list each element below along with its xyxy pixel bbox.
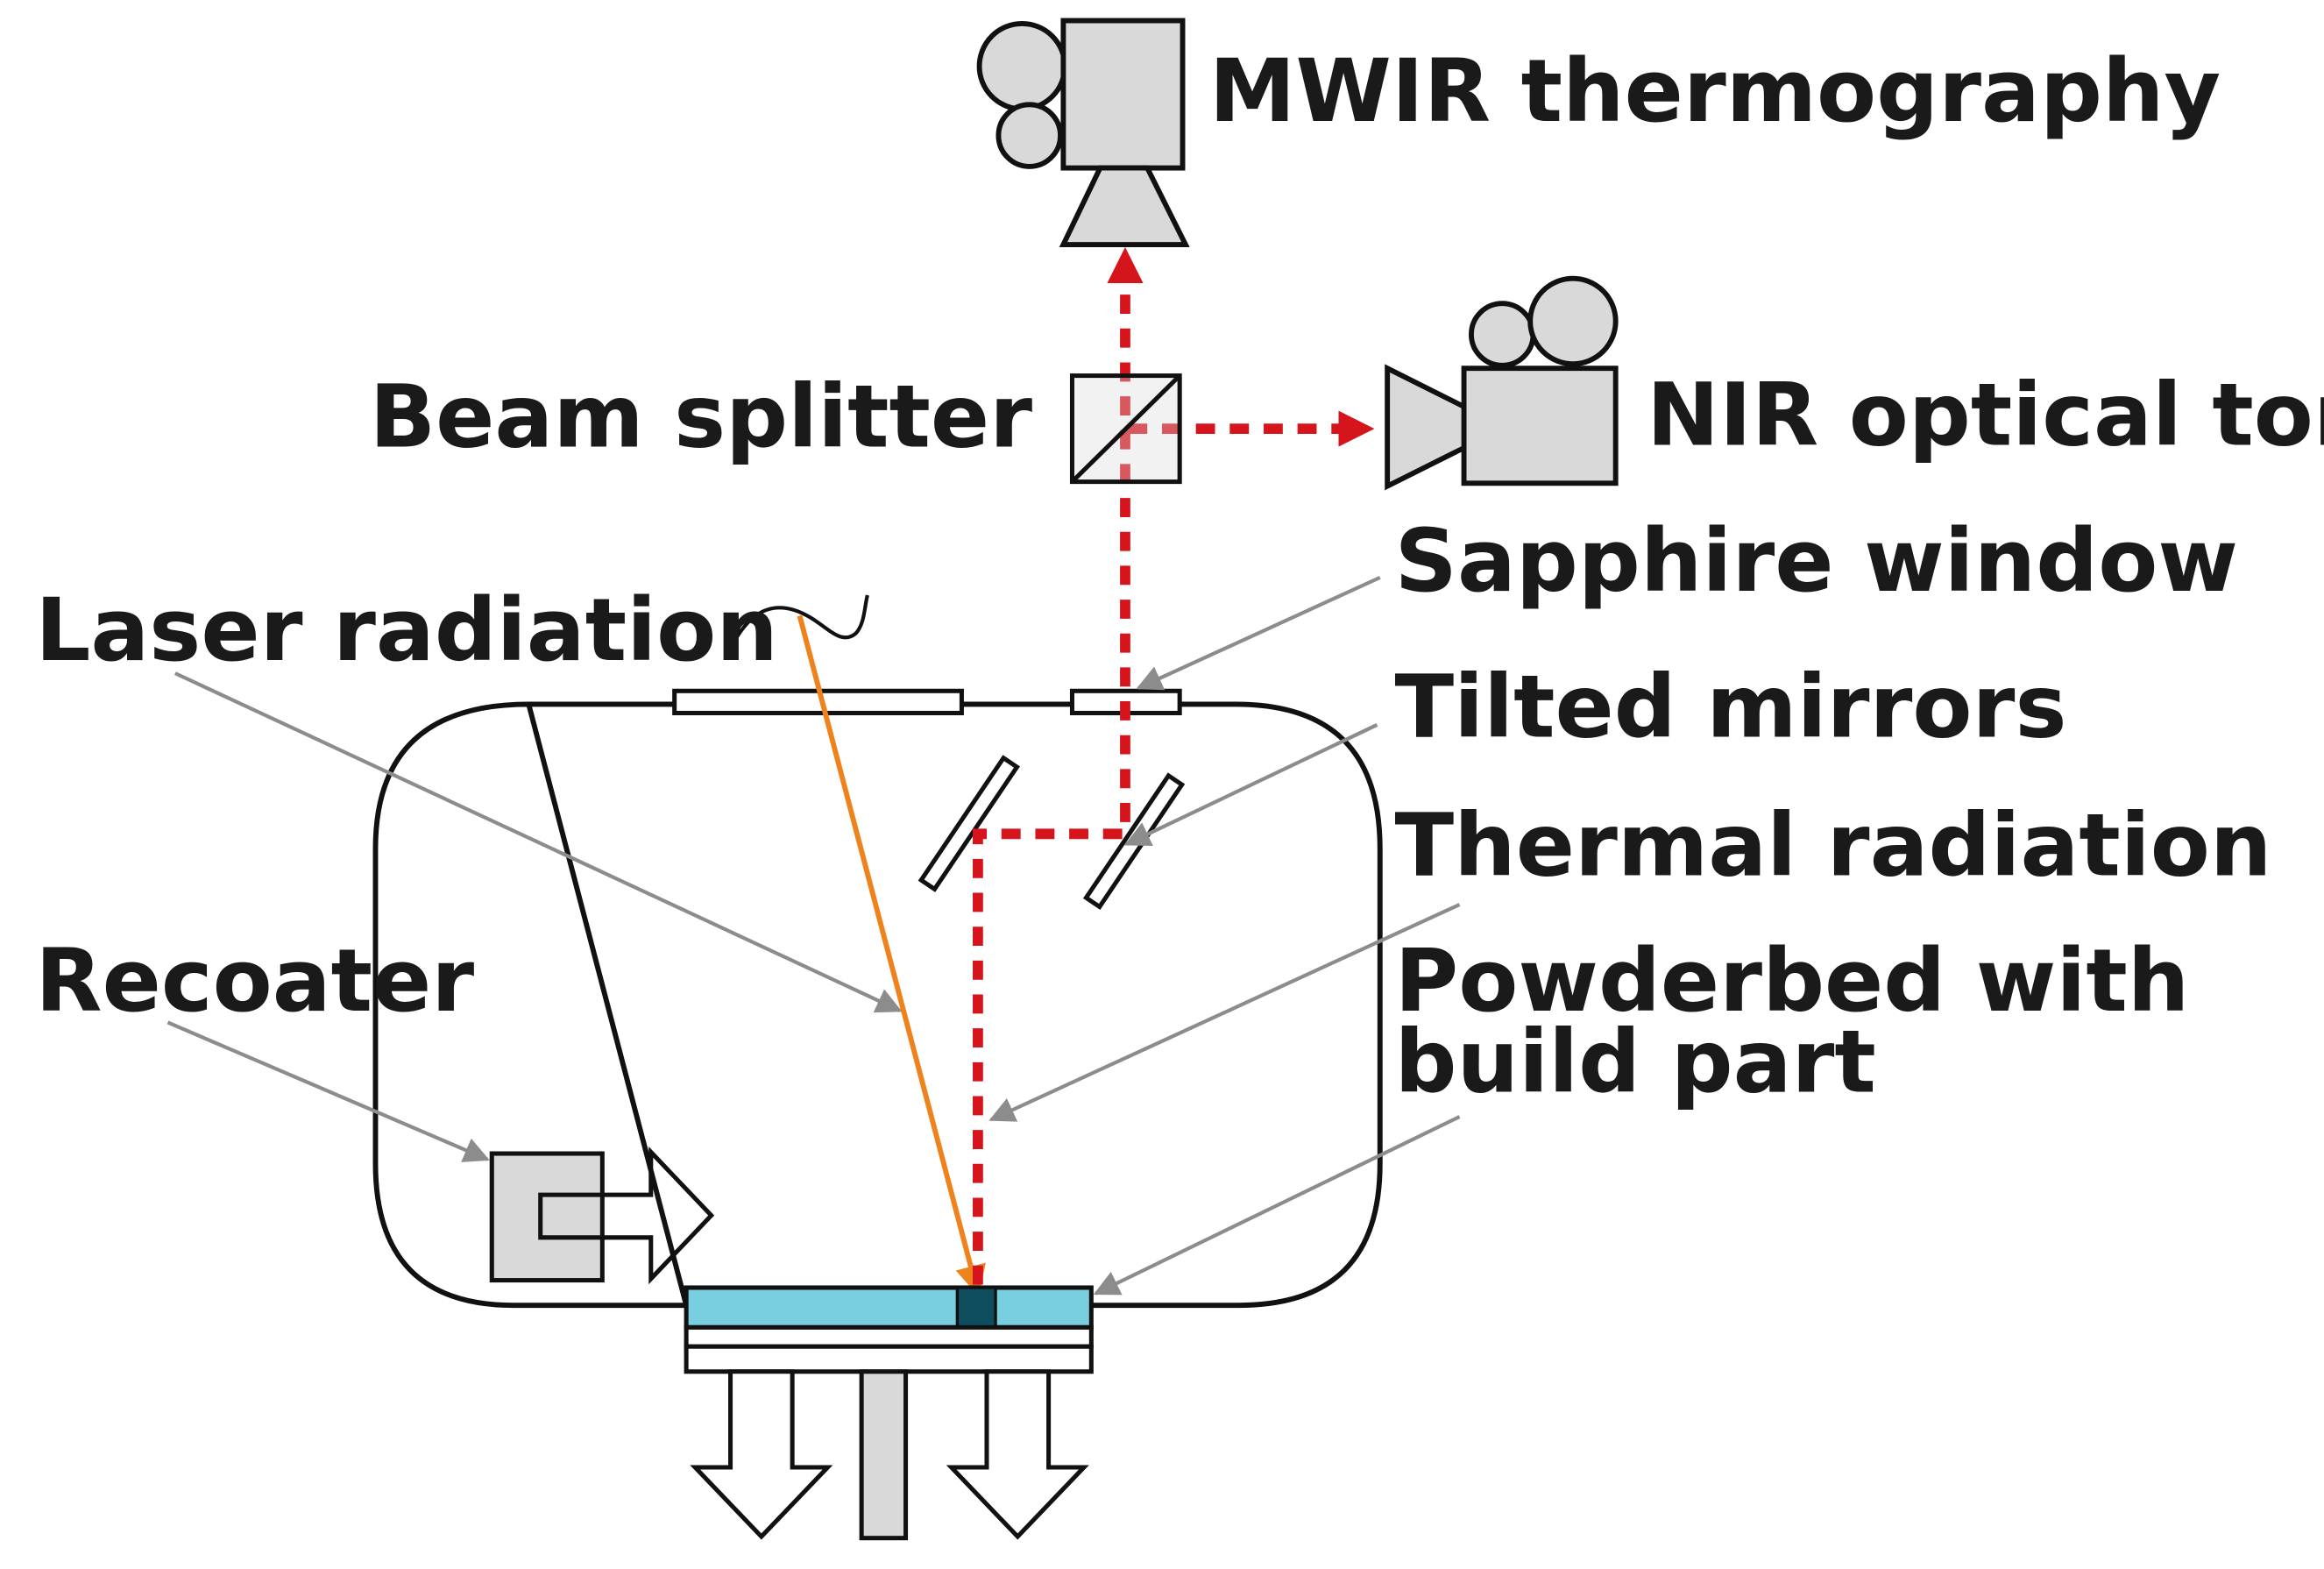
nir-camera-icon: [1385, 275, 1619, 491]
recoater: [489, 1147, 715, 1285]
leader-thermal-radiation: [988, 903, 1461, 1122]
laser-fiber: [724, 594, 869, 658]
label-laser-radiation: Laser radiation: [35, 580, 778, 681]
recoater-arrow: [538, 1147, 715, 1285]
build-part: [955, 1286, 997, 1330]
build-chamber: [372, 701, 1383, 1309]
down-arrow-right: [946, 1369, 1089, 1540]
leader-lines: [167, 575, 1461, 1296]
label-beam-splitter: Beam splitter: [370, 366, 1033, 467]
tilted-mirror-left: [918, 755, 1020, 892]
down-arrow-left: [690, 1369, 833, 1540]
powder-bed-platform: [684, 1285, 1094, 1541]
leader-sapphire-window: [1136, 575, 1381, 691]
label-mwir: MWIR thermography: [1209, 41, 2221, 142]
label-powderbed-line2: build part: [1395, 1012, 1876, 1112]
leader-tilted-mirrors: [1124, 723, 1378, 846]
label-sapphire-window: Sapphire window: [1395, 511, 2238, 612]
build-plate-lower: [684, 1344, 1094, 1374]
laser-beam: [797, 614, 986, 1297]
thermal-path: [973, 246, 1375, 1285]
label-recoater: Recoater: [35, 931, 474, 1032]
leader-recoater: [167, 1020, 490, 1162]
label-tilted-mirrors: Tilted mirrors: [1395, 657, 2067, 757]
label-nir: NIR optical tomography: [1647, 366, 2324, 466]
leader-laser-radiation: [174, 671, 903, 1013]
powder-bed: [684, 1285, 1094, 1330]
label-thermal-radiation: Thermal radiation: [1395, 795, 2272, 896]
piston-rod: [859, 1369, 909, 1541]
build-plate: [684, 1324, 1094, 1349]
beam-splitter: [1069, 373, 1182, 485]
label-powderbed-line1: Powderbed with: [1395, 931, 2190, 1032]
mwir-camera-icon: [976, 18, 1190, 247]
leader-powderbed: [1093, 1115, 1461, 1296]
